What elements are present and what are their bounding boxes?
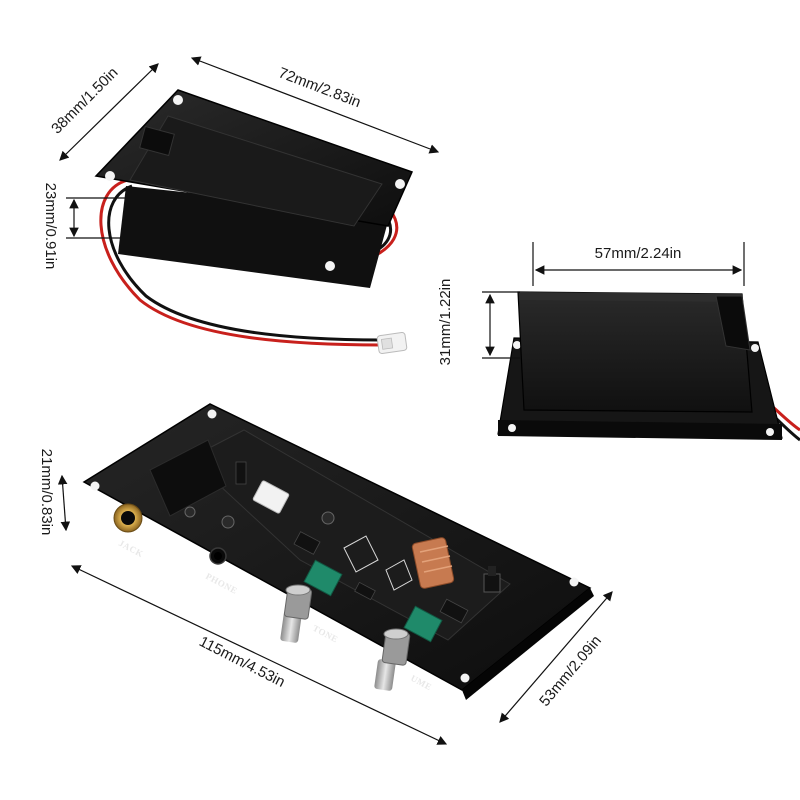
- panel-label-phone: PHONE: [204, 571, 239, 596]
- mount-hole: [569, 577, 579, 587]
- tone-knob: [280, 584, 313, 643]
- dimension-line: [59, 63, 159, 161]
- mount-hole: [395, 179, 405, 189]
- pcb-trace: [343, 535, 379, 573]
- dim-label-board-height: 21mm/0.83in: [38, 449, 55, 536]
- panel-label-tone: TONE: [311, 623, 340, 645]
- battery-box-body: [517, 291, 753, 413]
- preamp-board: JACK PHONE TONE UME 21mm/0.83in 115mm/4.…: [38, 403, 613, 745]
- capacitor: [321, 511, 335, 525]
- red-wire: [99, 178, 386, 347]
- jack-housing: [149, 439, 227, 517]
- dim-label-width: 72mm/2.83in: [276, 64, 363, 111]
- phone-socket: [209, 547, 227, 565]
- mount-hole: [766, 428, 774, 436]
- dimension-line: [57, 474, 71, 532]
- dimension-line: [499, 591, 613, 723]
- dim-label-side-width: 57mm/2.24in: [595, 245, 682, 262]
- mount-hole: [207, 409, 217, 419]
- battery-box-top-edge: [520, 292, 742, 302]
- mount-hole: [90, 481, 100, 491]
- dimension-line: [70, 565, 448, 745]
- mount-hole: [508, 424, 516, 432]
- chip: [293, 531, 321, 555]
- battery-box-base-edge: [498, 420, 782, 440]
- panel-label-volume: UME: [409, 673, 434, 692]
- coil-winding: [421, 555, 451, 563]
- mount-hole: [751, 344, 759, 352]
- component: [235, 461, 247, 485]
- capacitor: [184, 506, 196, 518]
- capacitor: [221, 515, 235, 529]
- coil-winding: [419, 545, 449, 553]
- dim-label-side-height: 31mm/1.22in: [437, 279, 454, 366]
- dim-label-depth: 38mm/1.50in: [48, 64, 121, 137]
- dimension-line: [190, 56, 440, 154]
- switch-button: [488, 566, 496, 576]
- dim-label-height: 23mm/0.91in: [42, 183, 59, 270]
- panel-label-jack: JACK: [117, 538, 145, 559]
- jack-socket: [113, 503, 143, 533]
- mount-hole: [173, 95, 183, 105]
- mount-hole: [460, 673, 470, 683]
- black-wire: [107, 184, 386, 342]
- mount-hole: [513, 341, 521, 349]
- switch: [483, 573, 501, 593]
- mount-hole: [105, 171, 115, 181]
- dim-label-board-width: 53mm/2.09in: [536, 632, 605, 709]
- board-connector: [252, 480, 290, 514]
- wire-connector: [376, 332, 408, 354]
- mount-hole: [325, 261, 335, 271]
- battery-box-side-view: 57mm/2.24in 31mm/1.22in: [437, 242, 800, 442]
- battery-box-latch: [715, 295, 751, 351]
- battery-box-top-view: 72mm/2.83in 38mm/1.50in 23mm/0.91in: [42, 56, 440, 354]
